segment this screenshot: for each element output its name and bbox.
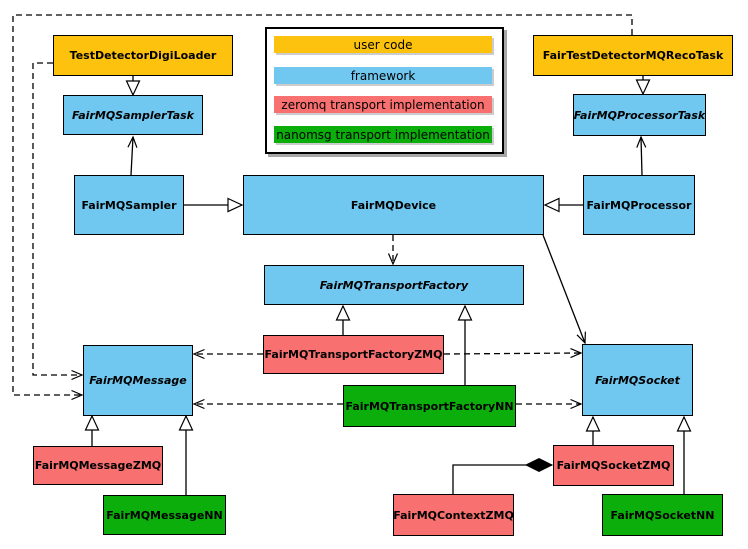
legend-item-nanomsg: nanomsg transport implementation xyxy=(274,126,492,143)
node-fairmq-message-nn: FairMQMessageNN xyxy=(103,495,226,535)
node-fairmq-processor-task: FairMQProcessorTask xyxy=(573,94,706,136)
edge-fairTestDetectorMQRecoTask-to-fairMQMessage xyxy=(12,14,633,401)
node-fairmq-transport-factory-zmq: FairMQTransportFactoryZMQ xyxy=(263,335,444,374)
node-fairmq-processor: FairMQProcessor xyxy=(583,175,695,235)
node-fairmq-device: FairMQDevice xyxy=(243,175,544,235)
edges-group xyxy=(12,14,692,495)
edge-fairMQDevice-to-fairMQSocket xyxy=(542,234,586,345)
node-fairmq-socket: FairMQSocket xyxy=(582,344,693,416)
edge-fairMQSampler-to-fairMQSamplerTask xyxy=(127,135,138,176)
node-fairmq-message: FairMQMessage xyxy=(83,345,193,416)
node-fairmq-transport-factory: FairMQTransportFactory xyxy=(264,265,524,305)
edge-testDetectorDigiLoader-to-fairMQMessage xyxy=(32,62,84,381)
edge-fairMQTransportFactoryZMQ-to-fairMQSocket xyxy=(443,348,583,359)
node-fairmq-sampler-task: FairMQSamplerTask xyxy=(63,95,203,135)
node-fairmq-sampler: FairMQSampler xyxy=(74,175,184,235)
node-fairmq-socket-nn: FairMQSocketNN xyxy=(602,494,723,536)
node-fairmq-transport-factory-nn: FairMQTransportFactoryNN xyxy=(343,385,516,427)
edge-fairMQProcessor-to-fairMQProcessorTask xyxy=(636,135,647,176)
node-test-detector-digi-loader: TestDetectorDigiLoader xyxy=(53,35,233,76)
node-fair-test-detector-mq-reco-task: FairTestDetectorMQRecoTask xyxy=(533,35,733,76)
legend-item-zeromq: zeromq transport implementation xyxy=(274,96,492,113)
node-fairmq-socket-zmq: FairMQSocketZMQ xyxy=(553,445,674,486)
legend: user code framework zeromq transport imp… xyxy=(265,27,504,154)
edge-fairMQContextZMQ-to-fairMQSocketZMQ xyxy=(452,465,552,494)
node-fairmq-context-zmq: FairMQContextZMQ xyxy=(393,494,514,536)
legend-item-framework: framework xyxy=(274,67,492,84)
legend-item-user-code: user code xyxy=(274,36,492,53)
node-fairmq-message-zmq: FairMQMessageZMQ xyxy=(33,446,163,485)
